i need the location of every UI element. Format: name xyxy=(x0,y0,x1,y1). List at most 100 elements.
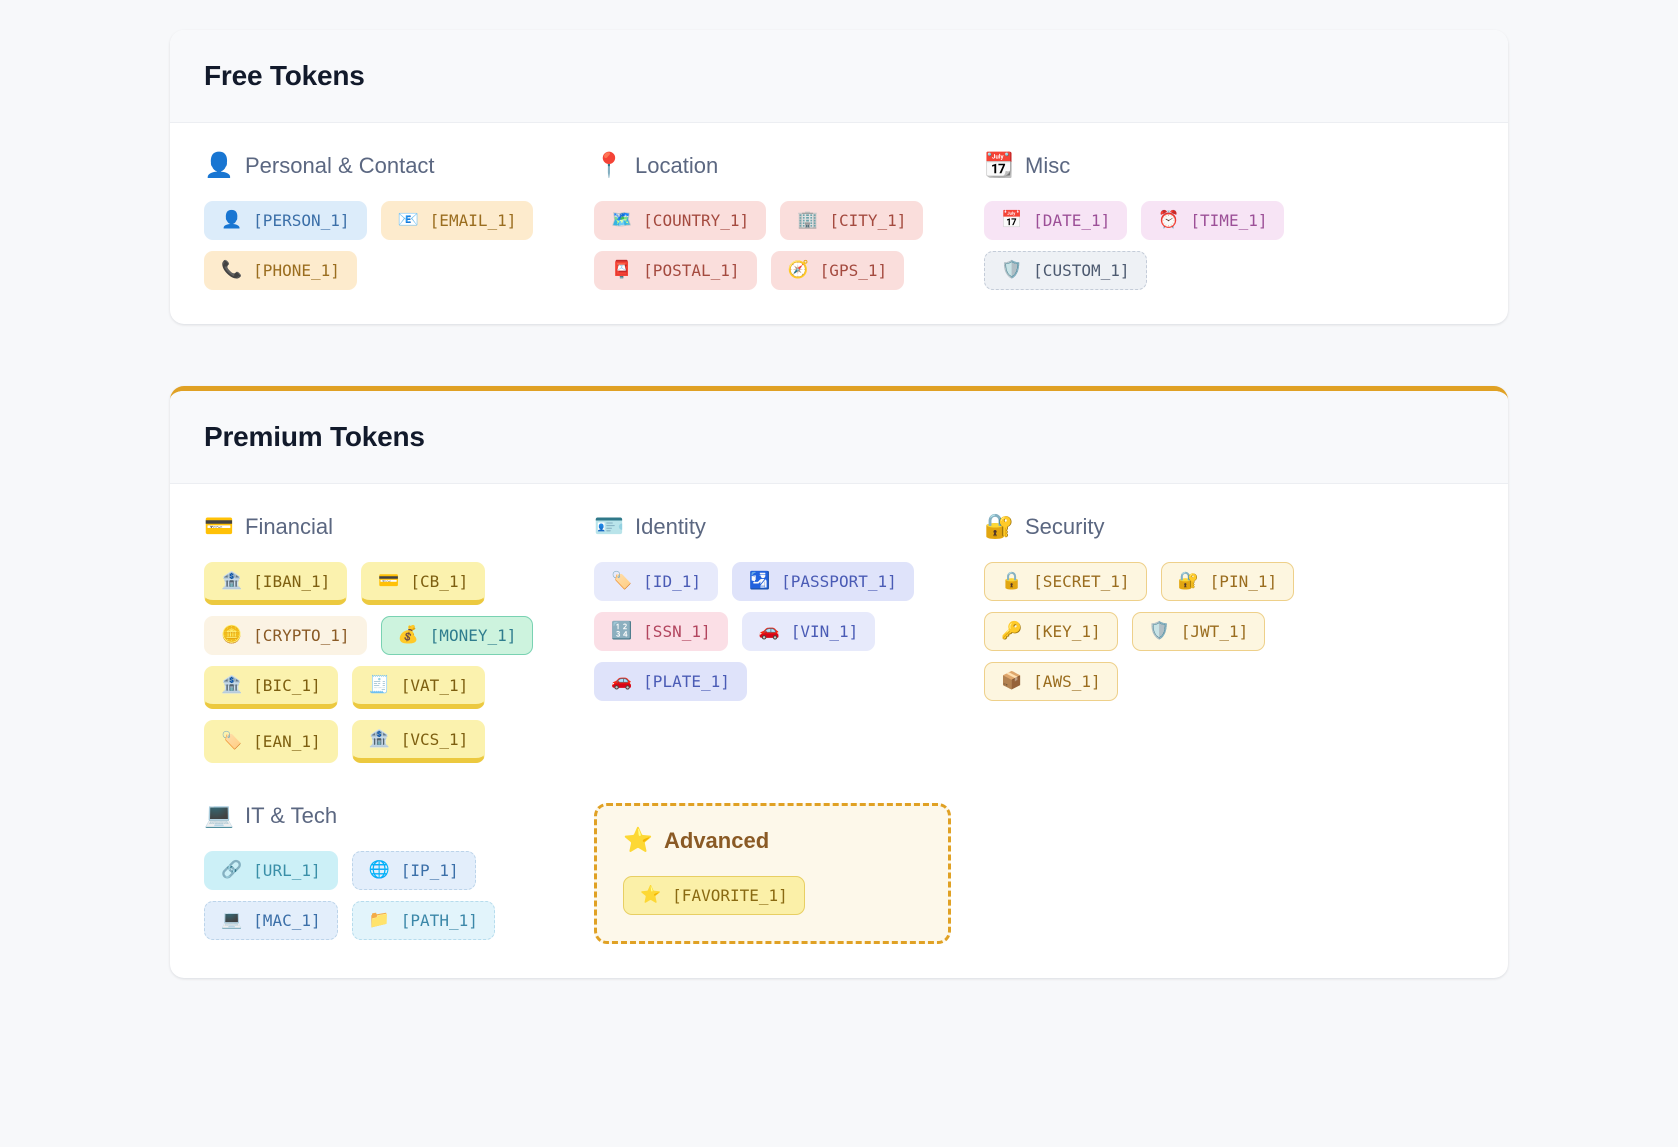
token-chip[interactable]: 🔗 [URL_1] xyxy=(204,851,338,890)
passport-icon: 🛂 xyxy=(748,571,771,591)
alarm-clock-icon: ⏰ xyxy=(1158,210,1180,230)
token-chip-label: [IP_1] xyxy=(400,861,459,880)
token-chip-label: [MONEY_1] xyxy=(429,626,517,645)
round-pushpin-icon: 📍 xyxy=(594,152,624,179)
numbers-icon: 🔢 xyxy=(611,621,633,641)
token-chip-label: [CRYPTO_1] xyxy=(253,626,350,645)
package-icon: 📦 xyxy=(1001,671,1023,691)
advanced-group-label: Advanced xyxy=(664,828,770,853)
token-chip[interactable]: 📮[POSTAL_1] xyxy=(594,251,757,290)
token-chip[interactable]: 📦 [AWS_1] xyxy=(984,662,1118,701)
token-chip[interactable]: 🔒[SECRET_1] xyxy=(984,562,1147,601)
receipt-icon: 🧾 xyxy=(368,675,390,695)
premium-secondary-row: 💻 IT & Tech 🔗 [URL_1] 🌐 [IP_1] 💻[MAC_1] 📁[PATH_… xyxy=(204,803,1474,944)
token-chip-label: [URL_1] xyxy=(253,861,321,880)
token-group: 👤Personal & Contact👤[PERSON_1]📧[EMAIL_1]… xyxy=(204,153,594,290)
token-group-label: Location xyxy=(635,153,719,178)
globe-icon: 🌐 xyxy=(368,860,390,880)
token-chip[interactable]: 🪙[CRYPTO_1] xyxy=(204,616,367,655)
token-chip[interactable]: 🧾 [VAT_1] xyxy=(351,666,486,709)
token-chip[interactable]: 💻[MAC_1] xyxy=(204,901,338,940)
email-icon: 📧 xyxy=(397,210,419,230)
token-chip[interactable]: 🚗[PLATE_1] xyxy=(594,662,747,701)
token-chip[interactable]: 🚗[VIN_1] xyxy=(741,612,876,651)
bank-icon: 🏦 xyxy=(221,675,243,695)
token-chip-label: [BIC_1] xyxy=(253,676,321,695)
token-chip[interactable]: 🏦 [BIC_1] xyxy=(204,666,338,709)
token-chip[interactable]: 🏢[CITY_1] xyxy=(780,201,924,240)
calendar-icon: 📅 xyxy=(1001,210,1023,230)
free-tokens-card: Free Tokens 👤Personal & Contact👤[PERSON_… xyxy=(170,30,1508,324)
link-icon: 🔗 xyxy=(221,860,243,880)
advanced-group-box: ⭐ Advanced ⭐[FAVORITE_1] xyxy=(594,803,951,944)
token-chip-label: [MAC_1] xyxy=(253,911,321,930)
token-group-label: Financial xyxy=(245,514,334,539)
token-group-label: Security xyxy=(1025,514,1105,539)
compass-icon: 🧭 xyxy=(787,260,809,280)
lock-icon: 🔒 xyxy=(1001,571,1023,591)
token-chip[interactable]: 🛡️[CUSTOM_1] xyxy=(984,251,1147,290)
token-group: 📍 Location 🗺️[COUNTRY_1] 🏢[CITY_1] 📮[POSTAL_… xyxy=(594,153,984,290)
token-chip-list: 🏷️[ID_1]🛂[PASSPORT_1]🔢[SSN_1]🚗[VIN_1]🚗[P… xyxy=(594,562,949,701)
token-chip[interactable]: ⏰ [TIME_1] xyxy=(1141,201,1285,240)
bank-icon: 🏦 xyxy=(221,571,243,591)
token-chip-label: [CB_1] xyxy=(410,572,469,591)
token-chip[interactable]: 💰[MONEY_1] xyxy=(380,616,534,655)
token-chip[interactable]: 🛂 [PASSPORT_1] xyxy=(731,562,914,601)
token-group: 🪪Identity🏷️[ID_1]🛂[PASSPORT_1]🔢[SSN_1]🚗[… xyxy=(594,514,984,763)
token-chip-label: [ID_1] xyxy=(643,572,701,591)
token-chip[interactable]: 💳[CB_1] xyxy=(361,562,486,605)
token-chip-label: [EMAIL_1] xyxy=(429,211,517,230)
car-icon: 🚗 xyxy=(611,671,633,691)
premium-tokens-header: Premium Tokens xyxy=(170,391,1508,484)
token-chip[interactable]: 🧭[GPS_1] xyxy=(770,251,905,290)
token-chip[interactable]: 🏷️[ID_1] xyxy=(594,562,718,601)
token-group: 🔐Security🔒[SECRET_1]🔐[PIN_1]🔑[KEY_1]🛡️[J… xyxy=(984,514,1474,763)
token-chip-label: [IBAN_1] xyxy=(253,572,331,591)
token-group: 📆Misc📅[DATE_1]⏰[TIME_1]🛡️[CUSTOM_1] xyxy=(984,153,1474,290)
token-chip[interactable]: 📁[PATH_1] xyxy=(351,901,495,940)
token-chip[interactable]: 🏦 [IBAN_1] xyxy=(204,562,348,605)
token-chip[interactable]: 👤 [PERSON_1] xyxy=(204,201,367,240)
premium-tokens-card: Premium Tokens 💳Financial🏦[IBAN_1]💳[CB_1… xyxy=(170,386,1508,978)
shield-icon: 🛡️ xyxy=(1001,260,1023,280)
token-chip[interactable]: 📧 [EMAIL_1] xyxy=(380,201,534,240)
token-chip-label: [PASSPORT_1] xyxy=(781,572,897,591)
token-chip[interactable]: 🔐[PIN_1] xyxy=(1160,562,1295,601)
star-icon: ⭐ xyxy=(623,827,653,854)
token-chip-label: [PERSON_1] xyxy=(253,211,350,230)
token-chip[interactable]: 🏦[VCS_1] xyxy=(351,720,486,763)
folder-icon: 📁 xyxy=(368,910,390,930)
token-chip[interactable]: 🔢[SSN_1] xyxy=(594,612,728,651)
building-icon: 🏢 xyxy=(797,210,819,230)
token-chip-list: 🔗 [URL_1] 🌐 [IP_1] 💻[MAC_1] 📁[PATH_1] xyxy=(204,851,559,940)
token-group-label: Identity xyxy=(635,514,706,539)
premium-tokens-title: Premium Tokens xyxy=(204,421,425,452)
person-icon: 👤 xyxy=(221,210,243,230)
token-chip[interactable]: 🗺️[COUNTRY_1] xyxy=(594,201,767,240)
free-tokens-body: 👤Personal & Contact👤[PERSON_1]📧[EMAIL_1]… xyxy=(170,123,1508,324)
laptop-icon: 💻 xyxy=(204,802,234,829)
token-chip[interactable]: 📞[PHONE_1] xyxy=(204,251,357,290)
token-chip-list: 👤 [PERSON_1] 📧 [EMAIL_1] 📞[PHONE_1] xyxy=(204,201,559,290)
token-chip[interactable]: 🛡️[JWT_1] xyxy=(1131,612,1266,651)
token-chip-label: [TIME_1] xyxy=(1190,211,1268,230)
token-chip[interactable]: 🌐 [IP_1] xyxy=(351,851,476,890)
token-group-label: IT & Tech xyxy=(245,803,338,828)
token-chip[interactable]: 🔑[KEY_1] xyxy=(984,612,1118,651)
free-tokens-header: Free Tokens xyxy=(170,30,1508,123)
bust-in-silhouette-icon: 👤 xyxy=(204,152,234,179)
token-chip-list: 🔒[SECRET_1] 🔐[PIN_1] 🔑[KEY_1] 🛡️[JWT_1] 📦 [AW… xyxy=(984,562,1339,701)
token-chip-label: [EAN_1] xyxy=(253,732,321,751)
token-group: 💳Financial🏦[IBAN_1]💳[CB_1]🪙[CRYPTO_1]💰[M… xyxy=(204,514,594,763)
token-chip[interactable]: 🏷️[EAN_1] xyxy=(204,720,338,763)
token-chip-label: [VIN_1] xyxy=(790,622,859,641)
token-chip-label: [VCS_1] xyxy=(400,730,469,749)
token-chip[interactable]: ⭐[FAVORITE_1] xyxy=(623,876,805,915)
token-chip-label: [COUNTRY_1] xyxy=(643,211,750,230)
postbox-icon: 📮 xyxy=(611,260,633,280)
token-chip-label: [AWS_1] xyxy=(1033,672,1101,691)
token-chip-list: 📅[DATE_1] ⏰ [TIME_1] 🛡️[CUSTOM_1] xyxy=(984,201,1339,290)
token-chip-label: [VAT_1] xyxy=(400,676,469,695)
token-chip[interactable]: 📅[DATE_1] xyxy=(984,201,1128,240)
